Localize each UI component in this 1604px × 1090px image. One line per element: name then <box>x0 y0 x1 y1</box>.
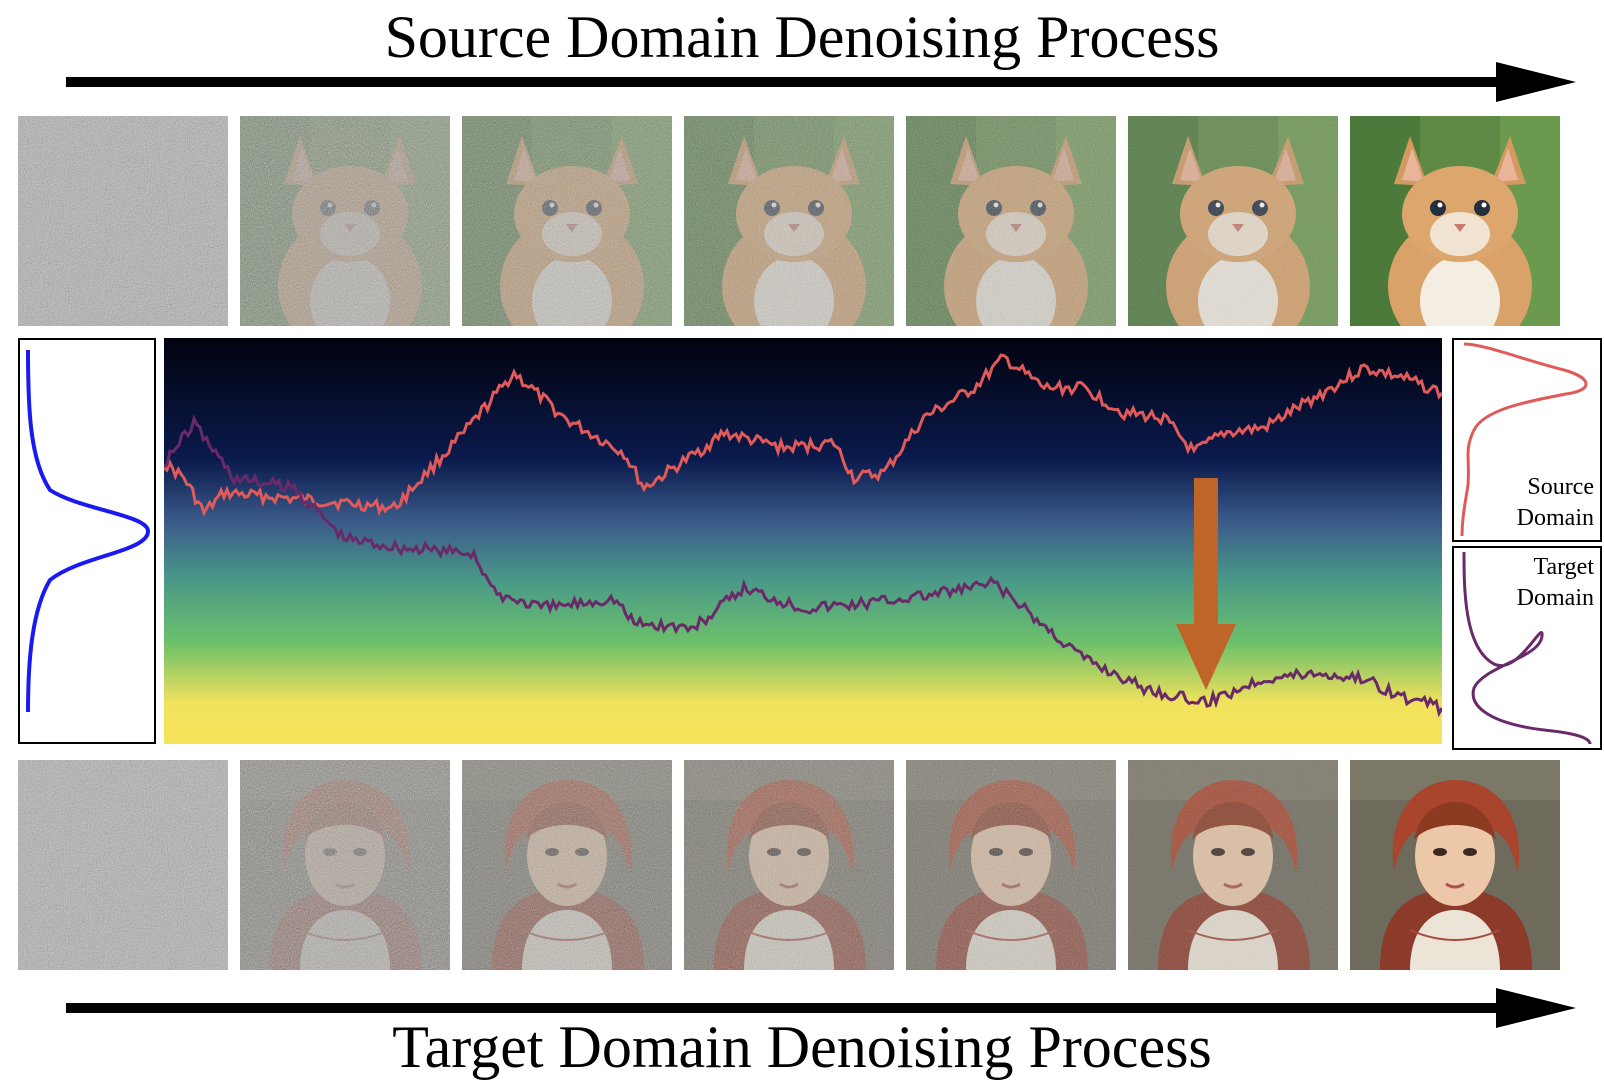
source-domain-label: Source Domain <box>1516 474 1594 531</box>
target-step-image <box>1350 760 1560 970</box>
target-process-arrow <box>66 988 1576 1028</box>
source-step-image <box>906 116 1116 326</box>
source-step-image <box>18 116 228 326</box>
target-distribution-panel: Target Domain <box>1452 546 1602 750</box>
source-step-image <box>462 116 672 326</box>
source-step-image <box>240 116 450 326</box>
source-step-image <box>1128 116 1338 326</box>
source-trajectory <box>163 353 1444 517</box>
target-trajectory <box>163 414 1444 718</box>
target-domain-label: Target Domain <box>1516 554 1594 611</box>
target-step-image <box>1128 760 1338 970</box>
target-step-image <box>462 760 672 970</box>
target-process-title: Target Domain Denoising Process <box>392 1014 1212 1080</box>
source-step-image <box>1350 116 1560 326</box>
gaussian-prior-panel <box>18 338 156 744</box>
target-distribution-curve <box>1462 551 1592 745</box>
target-step-image <box>684 760 894 970</box>
source-step-image <box>684 116 894 326</box>
gaussian-prior-curve <box>26 349 150 713</box>
gradient-background <box>164 338 1442 744</box>
target-step-image <box>906 760 1116 970</box>
source-process-title: Source Domain Denoising Process <box>384 4 1220 70</box>
source-distribution-panel: Source Domain <box>1452 338 1602 542</box>
source-process-arrow <box>66 62 1576 102</box>
source-distribution-curve <box>1460 342 1588 537</box>
target-step-image <box>18 760 228 970</box>
target-step-image <box>240 760 450 970</box>
denoising-trajectory-plot <box>163 338 1444 744</box>
domain-shift-arrow <box>1176 478 1236 690</box>
